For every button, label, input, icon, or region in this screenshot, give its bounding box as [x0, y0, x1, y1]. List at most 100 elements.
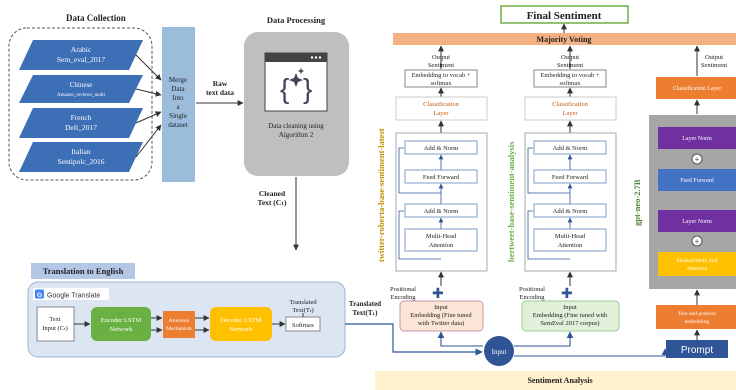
svg-text:}: }	[303, 73, 312, 104]
final-sentiment-title: Final Sentiment	[527, 10, 602, 22]
embedding-input-label: Input	[434, 304, 448, 311]
multi-head-line: Multi-Head	[426, 233, 457, 240]
merge-line: Data	[171, 85, 185, 93]
cleaning-line: Algorithm 2	[279, 131, 314, 139]
add-norm-label: Add & Norm	[424, 145, 459, 152]
svg-text:+: +	[695, 237, 700, 246]
cleaning-line: Data cleaning using	[268, 122, 324, 130]
layer-norm-box	[658, 127, 736, 149]
stack-arrows	[398, 147, 444, 260]
translation-title: Translation to English	[43, 266, 124, 276]
gpt-vertical-label: gpt-neo-2.7B	[632, 179, 642, 226]
cleaned-label-line: Cleaned	[259, 189, 286, 198]
embedding-softmax-line: softmax	[560, 80, 582, 87]
text-position-line: Text and position	[678, 311, 716, 317]
layer-norm-label: Layer Norm	[682, 219, 712, 225]
classification-box	[395, 96, 488, 121]
multi-head-line: Multi-Head	[555, 233, 586, 240]
attention-connectors	[151, 315, 210, 333]
layer-norm-label: Layer Norm	[682, 136, 712, 142]
embedding-line: Embedding (Fine tuned	[410, 312, 472, 319]
gpt-feed-forward-box	[658, 169, 736, 191]
translated-to-input-arrow	[345, 323, 483, 356]
attention-line: Attention	[169, 318, 190, 324]
translated-inner-line: Translated	[289, 299, 317, 306]
embedding-softmax-line: Embedding to vocab +	[411, 72, 470, 79]
raw-label-line: Raw	[213, 79, 228, 88]
dataset-arabic: Arabic Sem_eval_2017	[19, 40, 143, 70]
text-input-line: Input (Cₜ)	[42, 325, 68, 332]
merge-line: a	[176, 103, 180, 111]
data-processing-title: Data Processing	[267, 15, 326, 25]
dataset-french: French Deft_2017	[19, 108, 143, 138]
positional-line: Positional	[390, 286, 416, 293]
embedding-line: with Twitter data)	[418, 320, 464, 327]
classification-line: Layer	[562, 110, 578, 117]
decoder-line: Decoder LSTM	[221, 317, 262, 324]
embedding-input-label: Input	[563, 304, 577, 311]
gpt-model: gpt-neo-2.7B Output Sentiment Classifica…	[632, 45, 736, 358]
attention-line: Mechanism	[166, 326, 192, 332]
cleaned-label-line: Text (Cₜ)	[258, 198, 287, 207]
sentiment-analysis-label: Sentiment Analysis	[527, 376, 592, 385]
dataset-chinese: Chinese Amazon_reviews_multi	[19, 75, 143, 103]
positional-line: Positional	[519, 286, 545, 293]
text-input-box	[36, 306, 75, 342]
code-window-icon: { }	[264, 52, 328, 112]
svg-text:+: +	[695, 155, 700, 164]
roberta-vertical-label: twitter-roberta-base-sentiment-latest	[376, 128, 386, 262]
embedding-line: SemEval 2017 corpus)	[540, 320, 599, 327]
final-sentiment-box	[500, 5, 629, 24]
classification-line: Classification	[423, 101, 459, 108]
merge-line: Into	[172, 94, 184, 102]
dataset-name: Sem_eval_2017	[57, 55, 106, 64]
gpt-classification-label: Classification Layer	[673, 85, 721, 92]
input-circle	[484, 336, 514, 366]
prompt-box	[666, 340, 728, 358]
decoder-line: Network	[230, 326, 253, 333]
embedding-softmax-box	[404, 69, 478, 88]
output-sentiment-line: Output	[705, 54, 723, 61]
positional-line: Encoding	[520, 294, 546, 301]
input-circle-label: Input	[492, 348, 507, 356]
gpt-classification-box	[656, 77, 736, 99]
merge-line: Single	[169, 112, 187, 120]
embedding-softmax-box	[533, 69, 607, 88]
masked-attention-box	[658, 252, 736, 276]
merge-box	[162, 27, 195, 182]
embedding-softmax-line: Embedding to vocab +	[540, 72, 599, 79]
dataset-lang: French	[71, 113, 92, 122]
masked-attention-line: Attention	[687, 266, 708, 272]
embedding-box	[399, 300, 484, 332]
translated-out-line: Translated	[349, 300, 381, 308]
embedding-box	[521, 300, 620, 332]
raw-label-line: text data	[206, 88, 234, 97]
dataset-name: Deft_2017	[65, 123, 97, 132]
merge-label: Merge Data Into a Single dataset	[168, 76, 187, 129]
translated-inner-line: Text(Tₜ)	[292, 307, 313, 314]
masked-attention-line: Masked Multi Self	[676, 257, 717, 264]
softmax-label: Softmax	[292, 322, 315, 329]
embedding-softmax-line: softmax	[431, 80, 453, 87]
dataset-lang: Chinese	[70, 81, 93, 89]
stack-arrows	[527, 147, 573, 260]
dataset-name: Sentipolc_2016	[57, 157, 104, 166]
multi-head-line: Attention	[429, 242, 454, 249]
add-norm-label: Add & Norm	[553, 208, 588, 215]
prompt-label: Prompt	[681, 345, 713, 356]
text-position-line: embedding	[685, 319, 710, 325]
majority-voting-label: Majority Voting	[537, 35, 592, 44]
dataset-italian: Italian Sentipolc_2016	[19, 142, 143, 172]
encoder-line: Encoder LSTM	[101, 317, 142, 324]
majority-voting-bar	[393, 33, 736, 45]
feed-forward-label: Feed Forward	[423, 174, 460, 181]
classification-line: Classification	[552, 101, 588, 108]
embedding-line: Embedding (Fine tuned with	[533, 312, 608, 319]
svg-text:{: {	[280, 73, 289, 104]
encoder-box	[91, 307, 151, 341]
positional-line: Encoding	[391, 294, 417, 301]
merge-line: Merge	[169, 76, 187, 84]
sentiment-analysis-bar	[375, 371, 736, 390]
layer-norm-box	[658, 210, 736, 232]
